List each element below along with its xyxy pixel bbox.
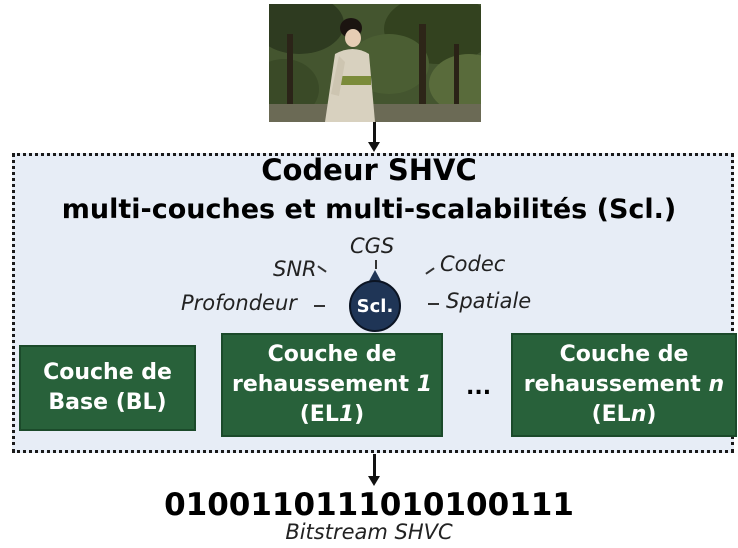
enhn-line3-open: (EL (591, 402, 631, 427)
scl-spatiale-tick (428, 303, 439, 305)
scl-spatiale-label: Spatiale (446, 289, 532, 313)
scl-cgs-tick (375, 260, 377, 269)
encoder-title: Codeur SHVC (261, 153, 477, 187)
enhn-line3-num: n (630, 402, 647, 427)
input-video-frame-image (269, 4, 481, 122)
enh1-line3-num: 1 (338, 402, 355, 427)
base-layer-line1: Couche de (43, 360, 172, 385)
enh1-line3-open: (EL (299, 402, 339, 427)
enhn-line1: Couche de (559, 342, 689, 367)
scl-codec-label: Codec (440, 252, 506, 276)
base-layer-box: Couche de Base (BL) (19, 345, 196, 431)
enhn-line2-num: n (708, 372, 725, 397)
enhn-line2: rehaussement n (513, 370, 735, 400)
encoder-subtitle: multi-couches et multi-scalabilités (Scl… (61, 194, 677, 225)
base-layer-line2: Base (BL) (48, 390, 167, 415)
enh1-line1: Couche de (267, 342, 397, 367)
enhancement-layer-n-box: Couche de rehaussement n (ELn) (511, 333, 737, 437)
scl-profondeur-label: Profondeur (181, 291, 297, 315)
enh1-line2-text: rehaussement (231, 372, 417, 397)
scl-pointer (369, 270, 381, 281)
input-arrow-line (373, 122, 376, 144)
input-arrow-head (368, 142, 380, 152)
enh1-line3: (EL1) (223, 400, 441, 430)
enh1-line2: rehaussement 1 (223, 370, 441, 400)
scl-profondeur-tick (314, 305, 325, 307)
enhancement-layer-1-box: Couche de rehaussement 1 (EL1) (221, 333, 443, 437)
scl-cgs-label: CGS (350, 234, 395, 258)
output-arrow-line (373, 454, 376, 478)
enhn-line2-text: rehaussement (523, 372, 709, 397)
enh1-line3-close: ) (354, 402, 365, 427)
scl-circle: Scl. (349, 280, 401, 332)
output-arrow-head (368, 476, 380, 486)
scl-snr-label: SNR (273, 257, 317, 281)
enhn-line3-close: ) (646, 402, 657, 427)
bitstream-caption: Bitstream SHVC (285, 520, 453, 544)
enh1-line2-num: 1 (416, 372, 433, 397)
layers-ellipsis: ... (466, 375, 492, 400)
bitstream-bits: 0100110111010100111 (164, 487, 574, 523)
enhn-line3: (ELn) (513, 400, 735, 430)
